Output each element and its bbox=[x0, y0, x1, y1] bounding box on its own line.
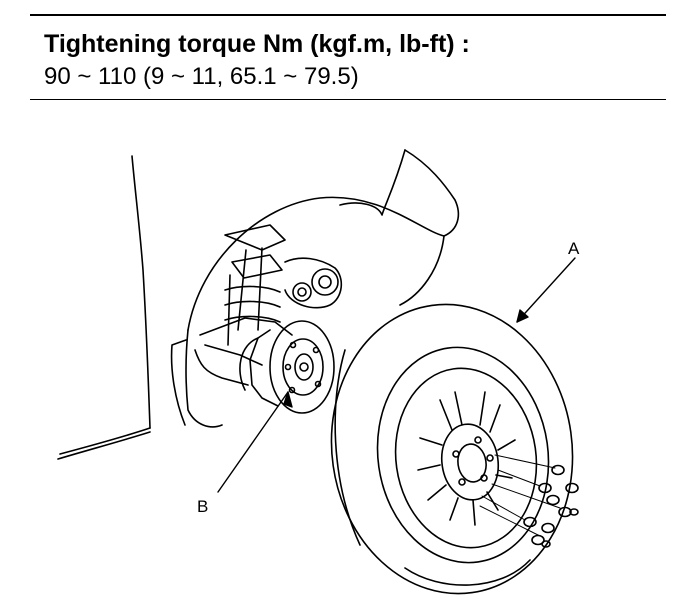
torque-spec-box: Tightening torque Nm (kgf.m, lb-ft) : 90… bbox=[30, 14, 666, 102]
wheel-tire bbox=[330, 303, 574, 595]
lug-nut-4 bbox=[523, 516, 555, 534]
top-rule bbox=[30, 14, 666, 16]
hub-assembly bbox=[239, 320, 335, 414]
lug-nut-1 bbox=[551, 464, 579, 494]
lug-nuts bbox=[479, 454, 579, 548]
leader-lines bbox=[217, 257, 576, 493]
callout-a: A bbox=[568, 239, 580, 258]
torque-spec-value: 90 ~ 110 (9 ~ 11, 65.1 ~ 79.5) bbox=[44, 63, 359, 90]
suspension-assembly bbox=[199, 224, 343, 366]
lug-nut-3 bbox=[558, 506, 579, 518]
torque-spec-title: Tightening torque Nm (kgf.m, lb-ft) : bbox=[44, 30, 470, 58]
lug-nut-5 bbox=[531, 534, 551, 548]
callout-b: B bbox=[197, 497, 208, 516]
car-body bbox=[57, 149, 460, 460]
bottom-rule bbox=[30, 99, 666, 100]
wheel-arch bbox=[170, 196, 445, 428]
lug-nut-2 bbox=[538, 482, 560, 506]
